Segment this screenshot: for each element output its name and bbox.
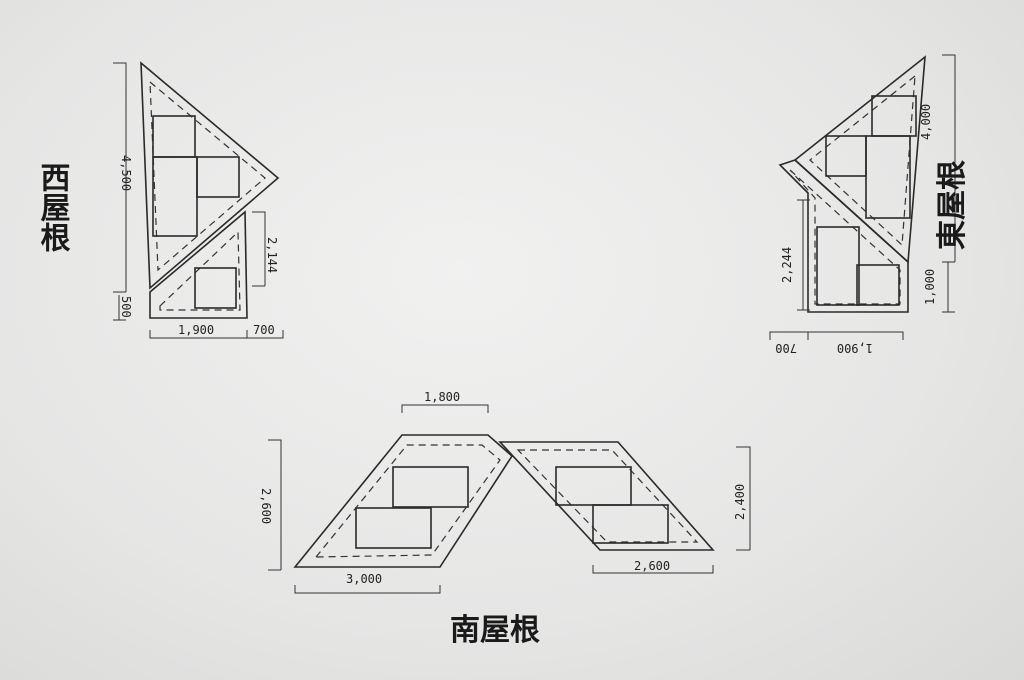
west-roof-upper-panel [140, 61, 280, 290]
dimension-line [268, 439, 282, 571]
dimension-line [113, 62, 127, 321]
east-offset-dim: 700 [775, 341, 797, 355]
dimension-line [592, 565, 714, 574]
dimension-line [401, 404, 489, 413]
west-small-height-dim: 500 [119, 296, 133, 318]
solar-module [355, 507, 432, 549]
west-width-dim: 1,900 [178, 323, 214, 337]
solar-module [194, 267, 237, 309]
south-roof-left-margin [314, 444, 501, 558]
east-lower-height-dim: 2,244 [780, 247, 794, 283]
south-roof-right-panel [498, 441, 715, 551]
south-left-height-dim: 2,600 [259, 488, 273, 524]
east-roof: 4,000 1,000 2,244 1,900 700 東屋根 [769, 54, 970, 355]
solar-module [555, 466, 632, 506]
solar-module [871, 95, 917, 137]
solar-module [592, 504, 669, 544]
west-roof-lower-margin [159, 230, 241, 311]
solar-module [865, 135, 911, 219]
west-offset-dim: 700 [253, 323, 275, 337]
west-roof-upper-margin [149, 80, 266, 272]
solar-module [856, 264, 900, 306]
dimension-line [797, 199, 810, 311]
dimension-line [294, 585, 441, 594]
east-roof-title: 東屋根 [935, 160, 970, 250]
dimension-line [769, 331, 904, 340]
south-top-width-dim: 1,800 [424, 390, 460, 404]
dimension-line [252, 211, 266, 287]
south-roof-right-margin [516, 449, 699, 543]
west-lower-height-dim: 2,144 [265, 237, 279, 273]
west-height-dim: 4,500 [119, 155, 133, 191]
solar-module [825, 135, 867, 177]
south-roof-left-panel [293, 434, 514, 568]
south-right-height-dim: 2,400 [733, 484, 747, 520]
south-roof: 1,800 2,600 3,000 2,400 2,600 南屋根 [259, 390, 751, 648]
solar-module [152, 156, 198, 237]
solar-module [392, 466, 469, 508]
solar-module [816, 226, 860, 306]
south-roof-title: 南屋根 [450, 613, 540, 648]
west-roof-title: 西屋根 [35, 162, 71, 253]
west-roof: 4,500 500 2,144 1,900 700 西屋根 [35, 61, 284, 339]
south-right-width-dim: 2,600 [634, 559, 670, 573]
east-width-dim: 1,900 [837, 341, 873, 355]
east-roof-lower-panel [778, 159, 909, 313]
east-roof-upper-margin [809, 74, 916, 247]
dimension-line [149, 330, 284, 339]
solar-module [152, 115, 196, 158]
solar-module [196, 156, 240, 198]
east-roof-lower-margin [789, 169, 901, 305]
east-height-dim: 4,000 [919, 104, 933, 140]
dimension-line [942, 54, 956, 313]
dimension-line [736, 446, 751, 551]
south-left-width-dim: 3,000 [346, 572, 382, 586]
west-roof-lower-panel [149, 210, 248, 319]
east-small-height-dim: 1,000 [923, 269, 937, 305]
